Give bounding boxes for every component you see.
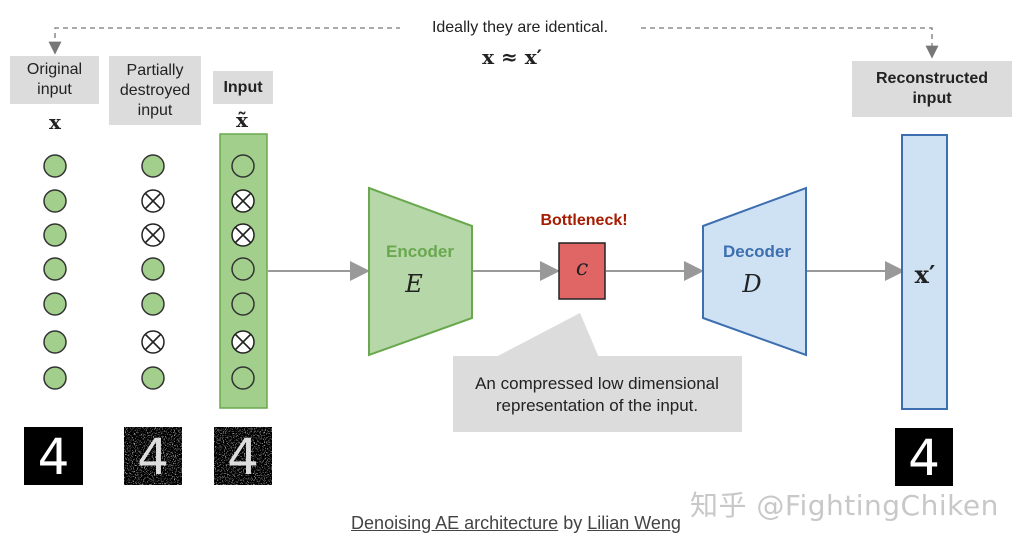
destroyed-node [141, 189, 165, 213]
input-node [231, 366, 255, 390]
identity-connector-right [632, 27, 939, 59]
svg-text:4: 4 [227, 428, 259, 486]
input-node [141, 292, 165, 316]
input-node [231, 257, 255, 281]
watermark: 知乎 @FightingChiken [690, 489, 999, 522]
input-node [141, 366, 165, 390]
input-node [43, 330, 67, 354]
svg-text:4: 4 [908, 429, 940, 487]
destroyed-node [231, 189, 255, 213]
decoder-symbol: D [742, 270, 762, 298]
input-node [141, 154, 165, 178]
encoder-symbol: E [405, 270, 423, 298]
encoder-shape [368, 186, 473, 357]
input-node [43, 154, 67, 178]
svg-text:4: 4 [38, 428, 70, 486]
callout-box [453, 356, 742, 432]
destroyed-node [141, 223, 165, 247]
caption-link-author[interactable]: Lilian Weng [587, 513, 681, 533]
input-node [43, 366, 67, 390]
input-node [43, 189, 67, 213]
input-node [141, 257, 165, 281]
decoder-shape [702, 186, 807, 357]
caption: Denoising AE architecture by Lilian Weng [0, 513, 1032, 534]
digit-reconstructed: 4 [895, 428, 953, 487]
callout-pointer [490, 313, 600, 360]
reconstructed-column-box [901, 134, 948, 410]
input-node [231, 154, 255, 178]
bottleneck-label: Bottleneck! [540, 212, 628, 229]
caption-link-architecture[interactable]: Denoising AE architecture [351, 513, 559, 533]
bottleneck-box [558, 242, 606, 300]
input-node [43, 292, 67, 316]
decoder-label: Decoder [722, 242, 792, 261]
digit-input: 4 [214, 427, 272, 486]
digit-original: 4 [24, 427, 83, 486]
partial-nodes [141, 154, 165, 390]
identity-connector-left [48, 27, 410, 55]
encoder-label: Encoder [385, 242, 455, 261]
input-node [43, 257, 67, 281]
destroyed-node [231, 330, 255, 354]
top-equation: x ≈ x′ [482, 45, 542, 69]
original-nodes [43, 154, 67, 390]
svg-text:4: 4 [137, 428, 169, 486]
destroyed-node [231, 223, 255, 247]
original-symbol: x [49, 110, 61, 134]
original-input-label: Original input [10, 56, 99, 104]
digit-partial: 4 [124, 427, 182, 486]
input-label: Input [213, 71, 273, 104]
partial-input-label: Partially destroyed input [109, 56, 201, 125]
callout-text: An compressed low dimensional representa… [475, 374, 719, 415]
reconstructed-symbol: x′ [914, 260, 936, 289]
input-nodes [231, 154, 255, 390]
top-note: Ideally they are identical. [400, 19, 640, 37]
input-node [43, 223, 67, 247]
reconstructed-input-label: Reconstructed input [852, 61, 1012, 117]
input-symbol: x̃ [236, 108, 248, 132]
caption-by: by [563, 513, 583, 533]
input-node [231, 292, 255, 316]
bottleneck-symbol: c [575, 256, 589, 281]
destroyed-node [141, 330, 165, 354]
